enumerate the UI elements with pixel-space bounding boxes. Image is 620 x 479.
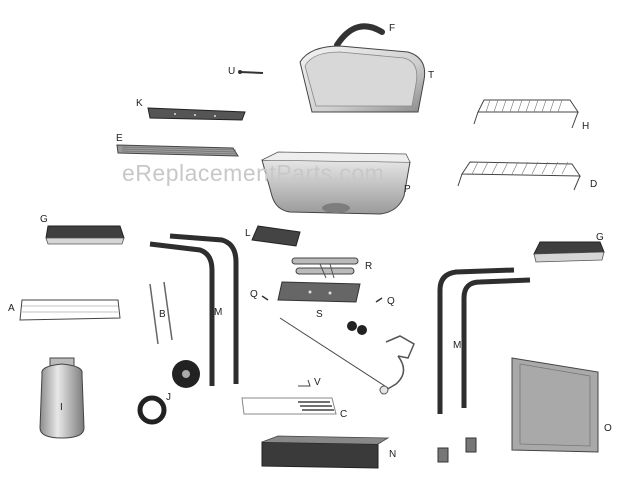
clip-part [298,379,311,387]
screw-right-part [375,297,383,303]
knobs-part [347,321,367,335]
label-q-left: Q [250,289,258,300]
label-k: K [136,98,143,109]
label-p: P [404,184,411,195]
label-e: E [116,133,123,144]
label-u: U [228,66,236,77]
label-j: J [166,392,171,403]
leg-frame-left-part [149,233,239,386]
label-d: D [590,179,598,190]
label-l: L [245,228,251,239]
warming-rack-part [147,107,246,121]
label-q-right: Q [387,296,395,307]
label-c: C [340,409,348,420]
cooking-grate-part [116,144,239,157]
grill-lid-part [299,45,426,113]
propane-tank-part [39,357,85,439]
label-f: F [389,23,396,34]
heat-plate-part [251,225,301,247]
label-a: A [8,303,15,314]
label-n: N [389,449,397,460]
tank-ring-part [137,395,167,425]
brace-part [149,281,173,345]
valve-regulator-part [279,317,415,395]
label-h: H [582,121,590,132]
label-s: S [316,309,323,320]
side-shelf-right-part [533,241,605,263]
watermark: eReplacementParts.com [122,160,385,186]
label-m-right: M [453,340,462,351]
label-i: I [60,402,63,413]
label-t: T [428,70,435,81]
label-m-left: M [214,307,223,318]
bolt-part [238,70,264,74]
wheel-part [172,360,200,388]
control-panel-part [277,281,361,303]
burner-part [291,257,359,279]
firebox-part [261,151,411,215]
label-o: O [604,423,612,434]
screw-left-part [261,295,269,301]
label-b: B [159,309,166,320]
bottom-shelf-rack-part [19,299,121,321]
leg-frame-right-part [437,267,531,414]
cabinet-door-part [511,357,599,453]
upper-rack-part [473,99,579,129]
label-g-left: G [40,214,48,225]
lid-handle-part [334,23,385,48]
base-pan-part [261,435,390,469]
label-v: V [314,377,321,388]
label-g-right: G [596,232,604,243]
lower-rack-part [457,161,581,191]
casters-part [437,437,477,463]
side-shelf-left-part [45,225,125,245]
label-r: R [365,261,373,272]
grease-tray-part [241,397,337,415]
